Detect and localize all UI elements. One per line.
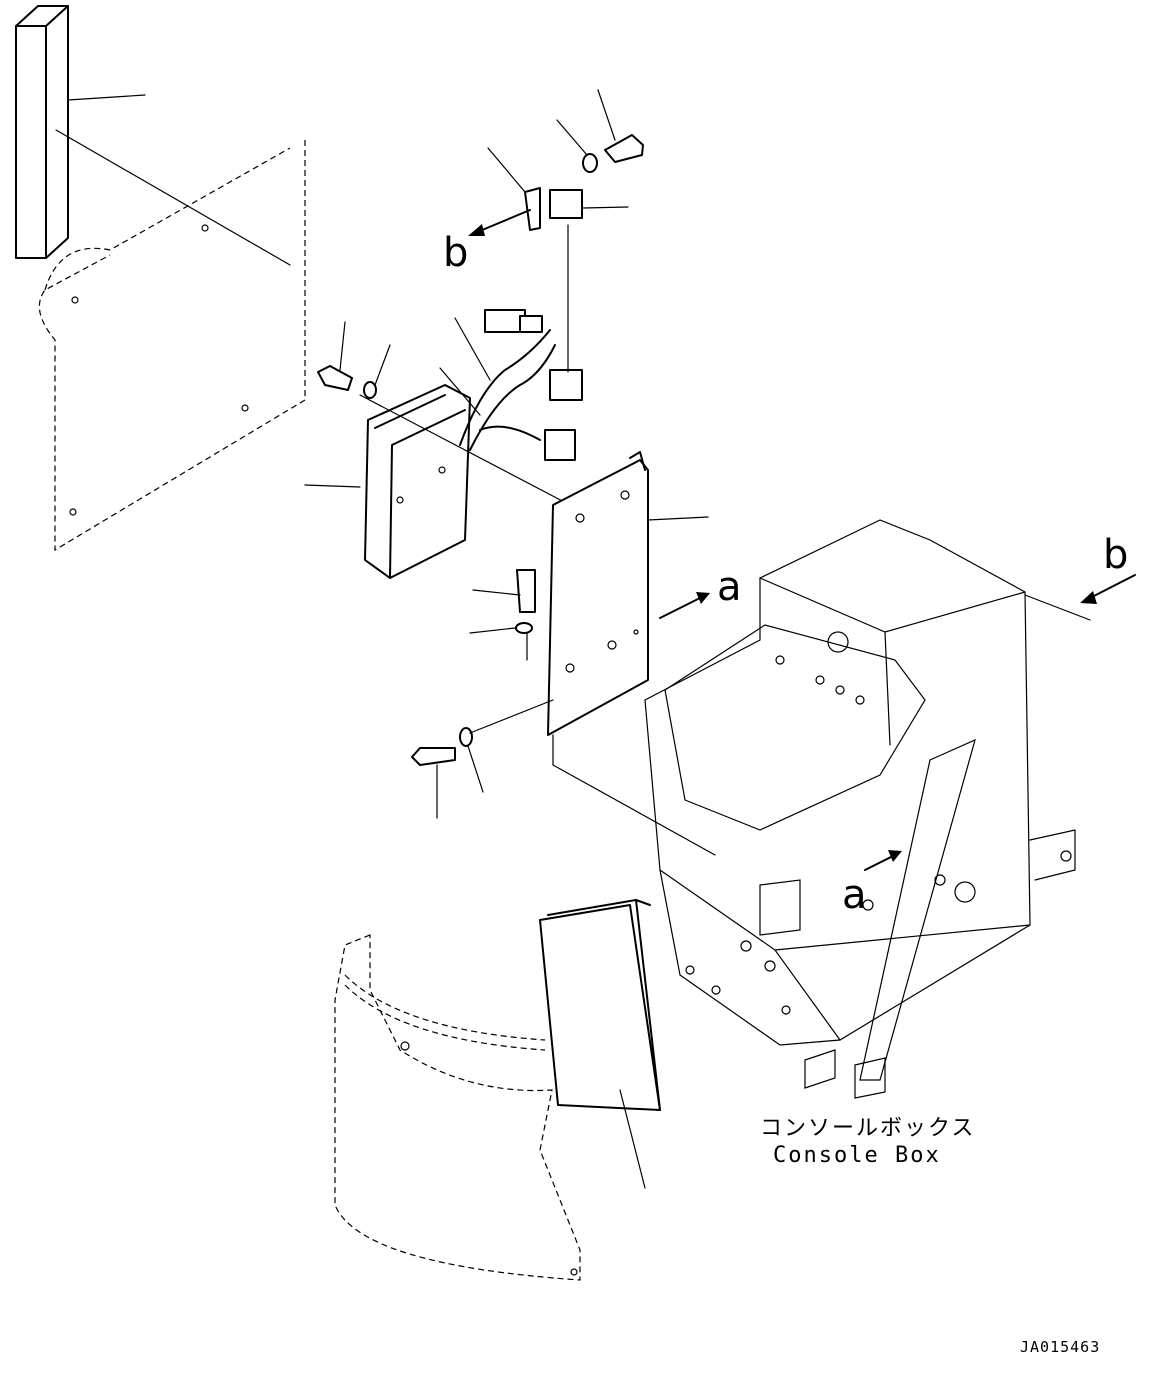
arrow-a-upper	[659, 592, 710, 619]
wiring-harness-part	[439, 224, 583, 461]
cover-part	[334, 934, 581, 1281]
arrow-a-console	[864, 850, 902, 871]
direction-mark-a-upper: a	[717, 564, 742, 610]
console-box-label-en: Console Box	[773, 1143, 941, 1168]
foam-strip-part	[15, 5, 146, 259]
drawing-code: JA015463	[1020, 1338, 1100, 1356]
foam-pad-part	[539, 899, 661, 1189]
console-box-part	[644, 519, 1091, 1099]
arrow-b-upper	[468, 209, 531, 236]
controller-bracket-part	[304, 321, 571, 579]
direction-mark-a-console: a	[842, 872, 867, 918]
side-panel-part	[38, 129, 306, 552]
mounting-plate-part	[411, 451, 716, 856]
arrow-b-right	[1080, 574, 1136, 604]
direction-mark-b-right: b	[1103, 532, 1128, 578]
relay-part	[487, 89, 644, 231]
direction-mark-b-upper: b	[443, 230, 468, 276]
console-box-label-jp: コンソールボックス	[760, 1116, 975, 1141]
